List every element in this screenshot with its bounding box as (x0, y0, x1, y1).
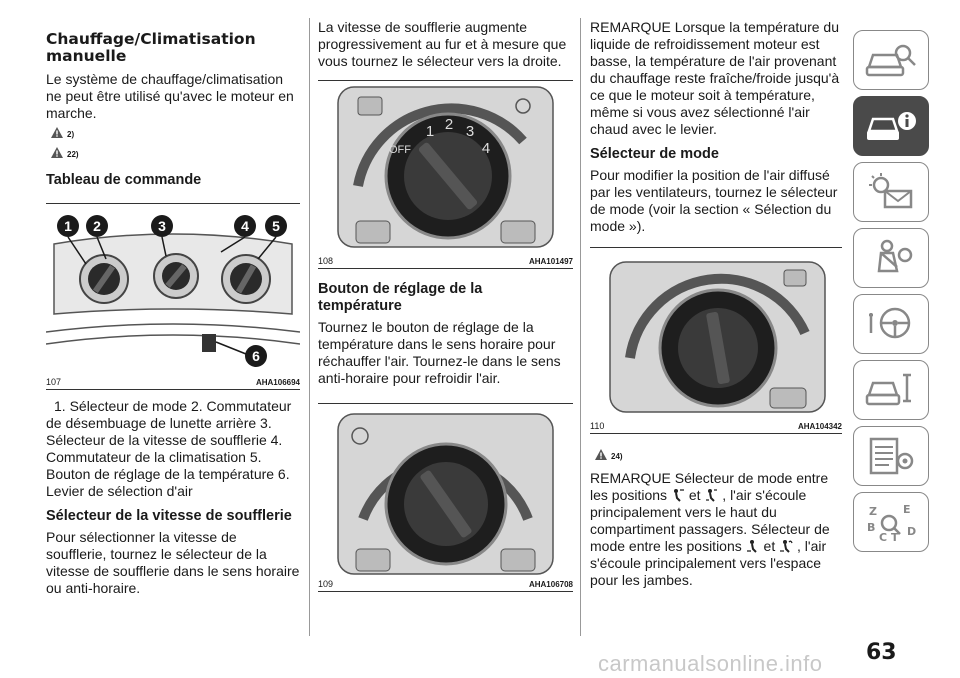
fan-speed-continued: La vitesse de soufflerie augmente progre… (318, 19, 567, 69)
column-divider-left (309, 18, 310, 636)
warning-note-2: 22) (50, 142, 300, 162)
tab-settings-list[interactable] (853, 426, 929, 486)
car-search-icon (865, 44, 916, 77)
callout-5: 5 (272, 218, 280, 234)
svg-text:Z: Z (869, 505, 877, 518)
figure-number: 110 (590, 421, 605, 431)
temperature-heading-line2: température (318, 298, 402, 314)
mode-remark-part-e: , l'air s'écoule principalement vers l'e… (590, 538, 827, 588)
mode-remark-part-a: REMARQUE Sélecteur de mode entre les pos… (590, 470, 829, 503)
section-title: Chauffage/Climatisation manuelle (46, 31, 300, 65)
figure-108: OFF 1 2 3 4 108 AHA101497 (318, 80, 573, 268)
car-info-icon (867, 112, 916, 140)
tab-car-service[interactable] (853, 360, 929, 420)
figure-109: 109 AHA106708 (318, 403, 573, 591)
temperature-heading-line1: Bouton de réglage de la (318, 281, 483, 297)
tab-steering-wheel[interactable] (853, 294, 929, 354)
floor-vent-icon (746, 540, 757, 553)
component-list: 1. Sélecteur de mode 2. Commutateur de d… (46, 398, 292, 499)
watermark: carmanualsonline.info (598, 651, 823, 676)
column-divider-right (580, 18, 581, 636)
warning-note-1: 2) (50, 122, 300, 142)
car-service-icon (865, 373, 911, 406)
section-title-line1: Chauffage/Climatisation (46, 30, 256, 48)
figure-110: 110 AHA104342 (590, 247, 842, 433)
mode-remark-part-c: , l'air s'écoule principalement vers le … (590, 487, 830, 554)
page-number: 63 (866, 640, 897, 665)
face-floor-vent-icon (706, 489, 718, 502)
right-column: REMARQUE Lorsque la température du liqui… (590, 0, 842, 589)
warning-ref-3: 24) (611, 451, 623, 461)
tab-warning-lights[interactable] (853, 162, 929, 222)
figure-number: 107 (46, 377, 62, 387)
tab-car-search[interactable] (853, 30, 929, 90)
dial-label-3: 3 (466, 123, 474, 140)
svg-text:T: T (891, 531, 899, 543)
fan-speed-dial-illustration: OFF 1 2 3 4 (337, 86, 554, 248)
fan-speed-paragraph: Pour sélectionner la vitesse de souffler… (46, 529, 300, 596)
mode-dial-illustration (609, 261, 826, 413)
warning-triangle-icon (595, 448, 607, 460)
floor-defrost-vent-icon (780, 540, 793, 553)
callout-3: 3 (158, 218, 166, 234)
temperature-dial-illustration (337, 413, 554, 575)
svg-text:D: D (907, 525, 916, 538)
warning-triangle-icon (51, 126, 63, 138)
mode-remark-part-b: et (688, 487, 701, 503)
svg-text:C: C (879, 531, 887, 543)
mode-remark-part-d: et (763, 538, 776, 554)
steering-wheel-icon (869, 307, 911, 339)
left-column: Chauffage/Climatisation manuelle Le syst… (46, 0, 300, 597)
control-panel-illustration: 1 2 3 4 5 6 (46, 215, 300, 367)
seat-airbag-icon (877, 239, 913, 273)
tab-car-info[interactable] (853, 96, 929, 156)
dial-label-off: OFF (389, 144, 411, 156)
warning-ref-1: 2) (67, 129, 75, 139)
svg-text:B: B (867, 521, 875, 534)
settings-list-icon (869, 437, 914, 475)
mode-remark-paragraph: REMARQUE Sélecteur de mode entre les pos… (590, 470, 842, 589)
figure-code: AHA101497 (528, 257, 573, 266)
warning-lights-icon (869, 173, 913, 209)
mode-selector-heading: Sélecteur de mode (590, 146, 719, 162)
dial-label-1: 1 (426, 123, 434, 140)
temperature-heading: Bouton de réglage de la température (318, 281, 573, 315)
tab-seat-airbag[interactable] (853, 228, 929, 288)
remark-paragraph: REMARQUE Lorsque la température du liqui… (590, 19, 840, 137)
section-title-line2: manuelle (46, 47, 127, 65)
face-vent-icon (673, 489, 684, 502)
figure-code: AHA104342 (797, 422, 842, 431)
callout-2: 2 (93, 218, 101, 234)
figure-code: AHA106694 (255, 378, 300, 387)
callout-1: 1 (64, 218, 72, 234)
fan-speed-heading: Sélecteur de la vitesse de soufflerie (46, 508, 292, 524)
figure-number: 108 (318, 256, 334, 266)
warning-triangle-icon (51, 146, 63, 158)
dial-label-2: 2 (445, 116, 453, 133)
middle-column: La vitesse de soufflerie augmente progre… (318, 0, 573, 592)
warning-ref-2: 22) (67, 149, 79, 159)
figure-107: 1 2 3 4 5 6 107 AHA106694 (46, 203, 300, 389)
warning-note-3: 24) (594, 444, 842, 464)
callout-4: 4 (241, 218, 249, 234)
temperature-paragraph: Tournez le bouton de réglage de la tempé… (318, 319, 561, 386)
dial-label-4: 4 (482, 140, 490, 157)
callout-6: 6 (252, 348, 260, 364)
svg-text:E: E (903, 503, 911, 516)
mode-selector-paragraph: Pour modifier la position de l'air diffu… (590, 167, 838, 234)
control-panel-heading: Tableau de commande (46, 172, 202, 188)
figure-code: AHA106708 (528, 580, 573, 589)
intro-paragraph: Le système de chauffage/climatisation ne… (46, 71, 294, 121)
figure-number: 109 (318, 579, 334, 589)
